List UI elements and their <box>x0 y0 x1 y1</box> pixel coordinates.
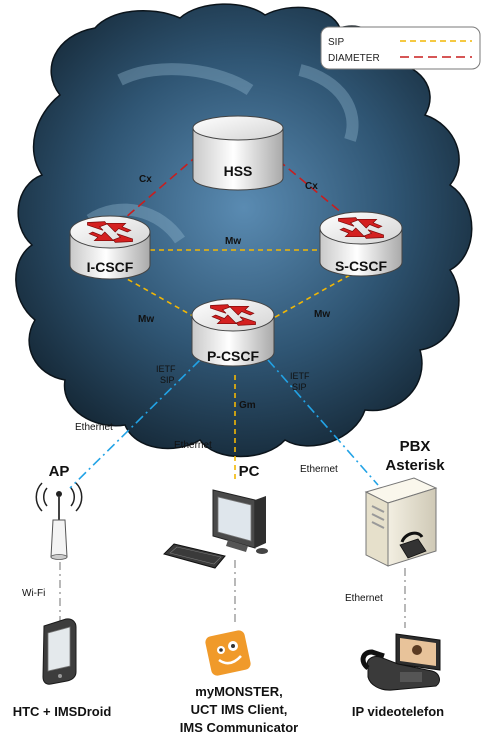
clients-device: myMONSTER, UCT IMS Client, IMS Communica… <box>180 630 298 735</box>
mw-top-label: Mw <box>225 236 241 247</box>
pbx-node: PBX Asterisk <box>364 438 445 567</box>
pcscf-label: P-CSCF <box>207 348 260 364</box>
videophone-device: IP videotelefon <box>352 633 444 719</box>
gm-label: Gm <box>239 400 256 411</box>
mw-right-label: Mw <box>314 309 330 320</box>
monster-app-icon <box>205 630 251 676</box>
hss-node: HSS <box>192 115 284 191</box>
videophone-label: IP videotelefon <box>352 704 444 719</box>
wifi-antenna-icon <box>35 482 83 560</box>
eth-pbx-label: Ethernet <box>300 464 338 475</box>
link-hss-icscf <box>124 154 199 219</box>
database-icon <box>192 115 284 191</box>
pcscf-node: P-CSCF <box>191 298 275 367</box>
legend-sip-label: SIP <box>328 37 344 48</box>
pbx-label-line1: PBX <box>400 438 431 455</box>
link-hss-scscf <box>277 159 349 219</box>
cx-left-label: Cx <box>139 174 152 185</box>
ap-node: AP <box>35 463 83 560</box>
scscf-label: S-CSCF <box>335 258 388 274</box>
eth-ap-label: Ethernet <box>75 422 113 433</box>
cx-right-label: Cx <box>305 181 318 192</box>
ietf-right-line1: IETF <box>290 371 310 381</box>
sip-links <box>119 249 351 480</box>
ethernet-links <box>69 359 379 489</box>
hss-label: HSS <box>224 163 253 179</box>
diameter-links <box>124 154 349 219</box>
pc-node: PC <box>163 463 268 569</box>
legend-diameter-label: DIAMETER <box>328 53 380 64</box>
legend: SIP DIAMETER <box>320 26 481 70</box>
pbx-label-line2: Asterisk <box>385 457 445 474</box>
router-icon <box>191 298 275 367</box>
icscf-node: I-CSCF <box>69 215 151 280</box>
mw-left-label: Mw <box>138 314 154 325</box>
ietf-left-line1: IETF <box>156 364 176 374</box>
interface-labels: Cx Cx Mw Mw Mw Gm <box>138 174 330 411</box>
network-cloud <box>15 3 473 458</box>
router-icon <box>319 211 403 277</box>
clients-label-line1: myMONSTER, <box>195 684 282 699</box>
link-icscf-pcscf <box>119 274 201 321</box>
htc-label: HTC + IMSDroid <box>13 704 112 719</box>
wifi-label: Wi-Fi <box>22 588 45 599</box>
access-links <box>59 560 406 628</box>
link-pcscf-pbx <box>267 359 379 486</box>
ap-label: AP <box>49 463 70 480</box>
scscf-node: S-CSCF <box>319 211 403 277</box>
clients-label-line3: IMS Communicator <box>180 720 298 735</box>
smartphone-icon <box>42 618 77 685</box>
server-icon <box>364 477 438 567</box>
video-phone-icon <box>360 633 441 691</box>
eth-phone-label: Ethernet <box>345 593 383 604</box>
router-icon <box>69 215 151 280</box>
ietf-left-line2: SIP <box>160 375 175 385</box>
desktop-pc-icon <box>163 489 268 569</box>
ietf-sip-labels: IETF SIP IETF SIP <box>156 364 310 392</box>
link-labels: Ethernet Ethernet Ethernet Wi-Fi Etherne… <box>22 422 383 604</box>
clients-label-line2: UCT IMS Client, <box>191 702 288 717</box>
link-scscf-pcscf <box>269 274 351 321</box>
icscf-label: I-CSCF <box>87 259 134 275</box>
htc-device: HTC + IMSDroid <box>13 618 112 719</box>
pc-label: PC <box>239 463 260 480</box>
ietf-right-line2: SIP <box>292 382 307 392</box>
eth-pc-label: Ethernet <box>174 440 212 451</box>
